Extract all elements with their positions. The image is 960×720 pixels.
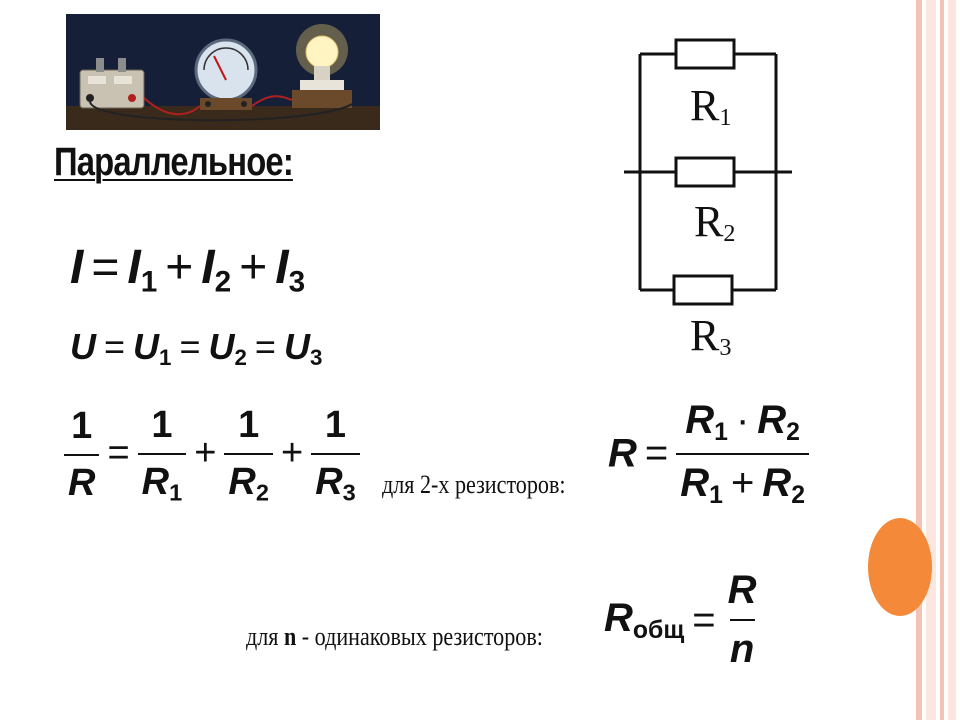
formula-sub: 2 bbox=[786, 418, 800, 446]
formula-var: U bbox=[283, 326, 310, 367]
formula-sub: 1 bbox=[714, 418, 728, 446]
fraction-denominator: n bbox=[729, 627, 755, 671]
fraction-numerator: R bbox=[727, 568, 757, 612]
note-text: для bbox=[246, 622, 284, 651]
formula-var: R bbox=[604, 595, 633, 640]
formula-op: = bbox=[179, 326, 201, 367]
stripe bbox=[916, 0, 922, 720]
formula-sub: 2 bbox=[255, 479, 269, 506]
formula-sub: 1 bbox=[709, 481, 723, 509]
resistor-r2-symbol bbox=[674, 156, 736, 188]
formula-op: = bbox=[254, 326, 276, 367]
formula-var: I bbox=[70, 241, 84, 294]
formula-sub: общ bbox=[632, 616, 685, 644]
formula-op: + bbox=[280, 432, 304, 475]
formula-sub: 3 bbox=[288, 265, 306, 299]
decorative-orange-circle bbox=[868, 518, 932, 616]
formula-op: · bbox=[735, 398, 750, 442]
r-label-main: R bbox=[694, 197, 724, 246]
r1-label: R1 bbox=[690, 80, 731, 132]
formula-sub: 1 bbox=[169, 479, 183, 506]
wire bbox=[89, 101, 353, 122]
formula-var: R bbox=[608, 431, 637, 476]
stripe bbox=[926, 0, 936, 720]
fraction-denominator: R bbox=[68, 462, 96, 505]
formula-var: U bbox=[208, 326, 235, 367]
lab-equipment-photo bbox=[66, 14, 380, 130]
resistor-r1-symbol bbox=[674, 38, 736, 70]
fraction-numerator: 1 bbox=[71, 405, 93, 448]
lamp-image bbox=[292, 24, 352, 108]
formula-var: R bbox=[762, 460, 792, 505]
formula-op: + bbox=[165, 241, 194, 294]
decorative-stripes bbox=[912, 0, 960, 720]
fraction-numerator: 1 bbox=[151, 404, 173, 446]
ammeter-image bbox=[194, 38, 258, 110]
stripe bbox=[948, 0, 956, 720]
power-supply-image bbox=[79, 58, 145, 109]
current-formula: I=I1+I2+I3 bbox=[70, 241, 306, 299]
formula-sub: 3 bbox=[309, 345, 323, 371]
two-resistors-note: для 2-х резисторов: bbox=[382, 470, 566, 499]
formula-sub: 2 bbox=[214, 265, 232, 299]
note-n: n bbox=[283, 622, 297, 651]
page-heading: Параллельное: bbox=[54, 140, 294, 184]
fraction-numerator: 1 bbox=[324, 404, 347, 446]
r3-label: R3 bbox=[690, 310, 731, 362]
parallel-circuit-diagram bbox=[624, 38, 792, 306]
formula-var: R bbox=[141, 461, 170, 503]
note-text: - одинаковых резисторов: bbox=[296, 622, 543, 651]
formula-var: R bbox=[228, 461, 256, 503]
formula-op: + bbox=[730, 460, 755, 505]
resistor-r3-symbol bbox=[672, 274, 734, 306]
formula-var: I bbox=[127, 241, 141, 294]
formula-var: I bbox=[275, 241, 289, 294]
n-resistors-note: для n - одинаковых резисторов: bbox=[246, 622, 543, 652]
fraction-numerator: 1 bbox=[238, 404, 260, 446]
formula-var: R bbox=[685, 398, 715, 442]
stripe bbox=[940, 0, 944, 720]
formula-sub: 1 bbox=[159, 345, 172, 371]
formula-op: + bbox=[194, 432, 217, 475]
r-label-sub: 2 bbox=[723, 219, 736, 247]
equipment-illustration bbox=[66, 14, 380, 130]
formula-var: R bbox=[680, 460, 710, 505]
formula-sub: 2 bbox=[791, 481, 805, 509]
wire bbox=[143, 97, 201, 116]
formula-var: I bbox=[201, 241, 215, 294]
wire bbox=[251, 95, 293, 107]
r2-label: R2 bbox=[694, 196, 735, 248]
r-label-main: R bbox=[690, 81, 720, 130]
formula-op: + bbox=[239, 241, 268, 294]
r-label-main: R bbox=[690, 311, 720, 360]
voltage-formula: U=U1=U2=U3 bbox=[70, 326, 323, 371]
formula-var: R bbox=[315, 461, 343, 503]
formula-var: U bbox=[133, 326, 160, 367]
formula-var: U bbox=[70, 326, 96, 367]
formula-sub: 1 bbox=[140, 265, 158, 299]
r-label-sub: 3 bbox=[719, 333, 732, 361]
formula-var: R bbox=[757, 398, 787, 442]
formula-sub: 2 bbox=[234, 345, 247, 371]
r-label-sub: 1 bbox=[719, 103, 732, 131]
formula-sub: 3 bbox=[342, 479, 356, 506]
